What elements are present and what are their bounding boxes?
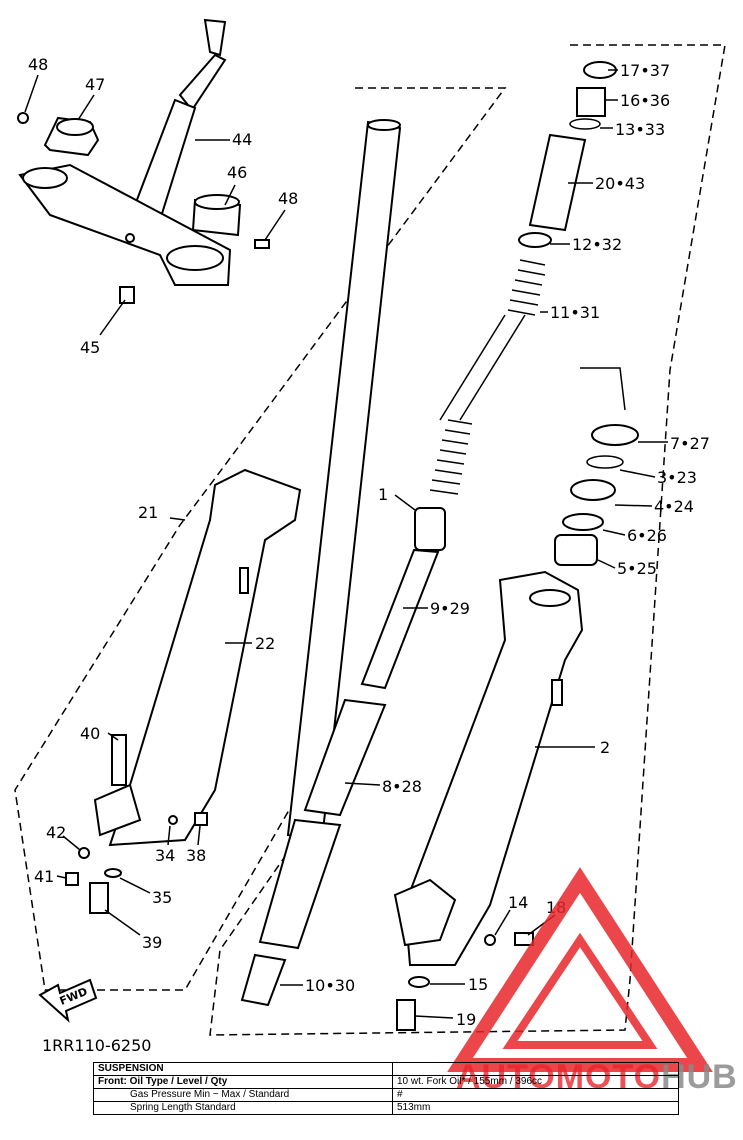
plug-16 bbox=[576, 87, 606, 117]
label-34: 34 bbox=[155, 846, 175, 865]
bolt-48a bbox=[17, 112, 29, 124]
oring-13 bbox=[569, 118, 601, 130]
spec-header: SUSPENSION bbox=[93, 1062, 393, 1076]
label-47: 47 bbox=[85, 75, 105, 94]
label-8: 8•28 bbox=[382, 777, 422, 796]
label-7: 7•27 bbox=[670, 434, 710, 453]
seat-12 bbox=[518, 232, 552, 248]
label-20: 20•43 bbox=[595, 174, 645, 193]
lower-bracket bbox=[18, 163, 232, 286]
bolt-19 bbox=[396, 999, 416, 1031]
label-9: 9•29 bbox=[430, 599, 470, 618]
spec-label: Front: Oil Type / Level / Qty bbox=[93, 1075, 393, 1089]
bushing-5 bbox=[554, 534, 598, 566]
spec-table: SUSPENSION Front: Oil Type / Level / Qty… bbox=[93, 1062, 679, 1115]
label-38: 38 bbox=[186, 846, 206, 865]
label-14: 14 bbox=[508, 893, 528, 912]
label-17: 17•37 bbox=[620, 61, 670, 80]
label-46: 46 bbox=[227, 163, 247, 182]
damper-rod-9 bbox=[360, 507, 446, 690]
label-41: 41 bbox=[34, 867, 54, 886]
watermark-logo bbox=[447, 867, 713, 1072]
label-44: 44 bbox=[232, 130, 252, 149]
diagram-code: 1RR110-6250 bbox=[42, 1036, 152, 1055]
washer-15 bbox=[408, 976, 430, 988]
axle-holder-left bbox=[93, 783, 142, 837]
steering-stem bbox=[133, 18, 227, 222]
tube-10a bbox=[258, 818, 342, 950]
spec-row: Front: Oil Type / Level / Qty 10 wt. For… bbox=[93, 1075, 679, 1089]
outer-tube-22 bbox=[108, 468, 302, 847]
label-16: 16•36 bbox=[620, 91, 670, 110]
label-19: 19 bbox=[456, 1010, 476, 1029]
label-48a: 48 bbox=[28, 55, 48, 74]
outer-tube-2 bbox=[403, 570, 584, 966]
spacer-20 bbox=[528, 133, 587, 232]
spec-value: 513mm bbox=[392, 1101, 679, 1115]
label-1: 1 bbox=[378, 485, 388, 504]
label-5: 5•25 bbox=[617, 559, 657, 578]
label-15: 15 bbox=[468, 975, 488, 994]
spec-header-blank bbox=[392, 1062, 679, 1076]
bolt-45 bbox=[119, 286, 135, 304]
spec-row: Gas Pressure Min ~ Max / Standard # bbox=[93, 1088, 679, 1102]
bolt-40 bbox=[111, 734, 127, 786]
bearing-46 bbox=[191, 194, 242, 237]
label-3: 3•23 bbox=[657, 468, 697, 487]
handlebar-clamp bbox=[43, 116, 100, 157]
fwd-arrow-icon: FWD bbox=[38, 978, 98, 1023]
clip-3 bbox=[586, 455, 624, 469]
bolt-38 bbox=[194, 812, 208, 826]
axle-holder-right bbox=[393, 878, 457, 947]
label-2: 2 bbox=[600, 738, 610, 757]
spec-row: Spring Length Standard 513mm bbox=[93, 1101, 679, 1115]
label-13: 13•33 bbox=[615, 120, 665, 139]
label-10: 10•30 bbox=[305, 976, 355, 995]
washer-14 bbox=[484, 934, 496, 946]
label-40: 40 bbox=[80, 724, 100, 743]
washer-6 bbox=[562, 513, 604, 531]
group-bracket-right bbox=[580, 367, 626, 411]
washer-34 bbox=[168, 815, 178, 825]
label-39: 39 bbox=[142, 933, 162, 952]
seal-7 bbox=[591, 424, 639, 446]
spec-value: # bbox=[392, 1088, 679, 1102]
nut-41 bbox=[65, 872, 79, 886]
seal-4 bbox=[570, 479, 616, 501]
bolt-48b bbox=[254, 239, 270, 249]
label-48b: 48 bbox=[278, 189, 298, 208]
label-11: 11•31 bbox=[550, 303, 600, 322]
left-assembly-outline bbox=[14, 87, 507, 991]
label-12: 12•32 bbox=[572, 235, 622, 254]
label-42: 42 bbox=[46, 823, 66, 842]
label-6: 6•26 bbox=[627, 526, 667, 545]
spec-header-row: SUSPENSION bbox=[93, 1062, 679, 1076]
spec-value: 10 wt. Fork Oil* / 155mm / 396cc bbox=[392, 1075, 679, 1089]
bolt-18 bbox=[514, 932, 534, 946]
washer-35 bbox=[104, 868, 122, 878]
bolt-39 bbox=[89, 882, 109, 914]
washer-42 bbox=[78, 847, 90, 859]
callout-labels: 48 47 44 46 48 45 17•37 16•36 13•33 20•4… bbox=[28, 55, 710, 1029]
label-4: 4•24 bbox=[654, 497, 694, 516]
tube-10b bbox=[240, 953, 287, 1007]
tube-8 bbox=[303, 698, 387, 817]
spring-11 bbox=[429, 259, 546, 495]
label-21: 21 bbox=[138, 503, 158, 522]
spec-label: Spring Length Standard bbox=[93, 1101, 393, 1115]
label-45: 45 bbox=[80, 338, 100, 357]
label-35: 35 bbox=[152, 888, 172, 907]
label-22: 22 bbox=[255, 634, 275, 653]
spec-label: Gas Pressure Min ~ Max / Standard bbox=[93, 1088, 393, 1102]
leader-lines bbox=[24, 69, 668, 1019]
